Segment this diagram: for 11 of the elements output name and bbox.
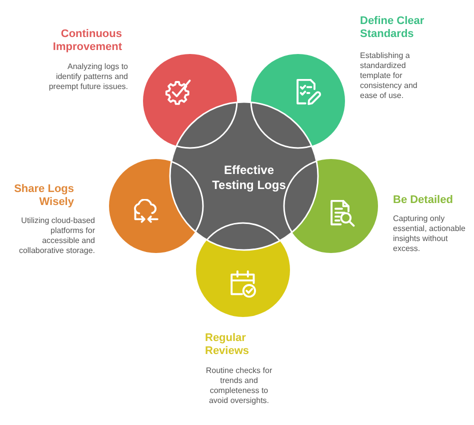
topic-description: Analyzing logs to identify patterns and preempt future issues. [48,62,128,92]
topic-heading: Be Detailed [393,194,454,207]
topic-heading: Share Logs Wisely [13,183,74,209]
topic-heading: Define Clear Standards [360,15,426,41]
topic-heading: Regular Reviews [205,332,250,358]
topic-description: Routine checks for trends and completeness to avoid oversights. [204,366,274,406]
topic-description: Establishing a standardized template for consistency and ease of use. [360,51,418,101]
hub-title: Effective Testing Logs [211,163,287,192]
topic-description: Capturing only essential, actionable insights without excess. [393,214,466,254]
topic-heading: Continuous Improvement [52,28,122,54]
topic-description: Utilizing cloud-based platforms for accessible and collaborative storage. [18,216,95,256]
